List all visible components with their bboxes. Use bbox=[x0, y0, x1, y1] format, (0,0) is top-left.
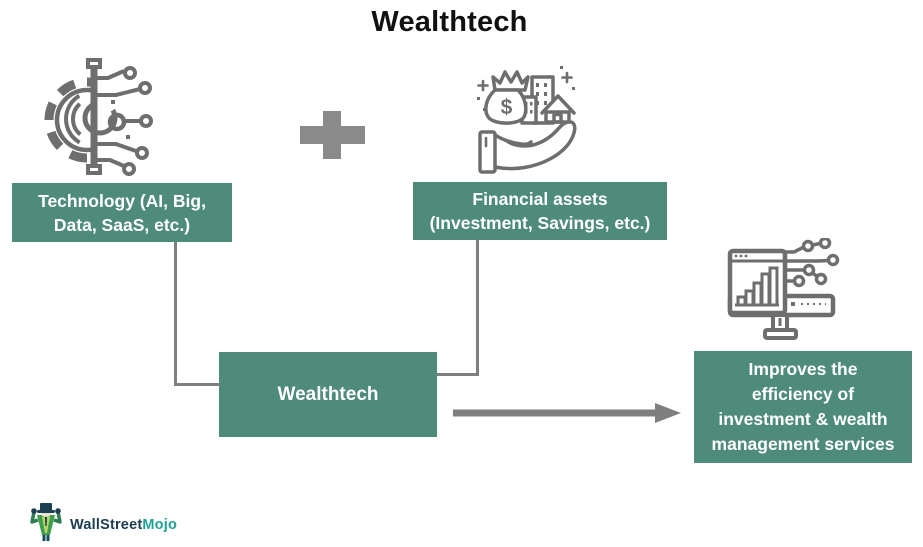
hand-holding-assets-icon: $ bbox=[455, 55, 600, 190]
brand-name-secondary: Mojo bbox=[142, 516, 177, 533]
connector-technology-vertical bbox=[174, 242, 177, 385]
brand-name-primary: WallStreet bbox=[70, 516, 143, 533]
brand-name: WallStreetMojo bbox=[70, 517, 177, 533]
connector-financial-vertical bbox=[476, 240, 479, 376]
technology-box: Technology (AI, Big, Data, SaaS, etc.) bbox=[12, 183, 232, 242]
connector-financial-horizontal bbox=[437, 373, 479, 376]
outcome-box: Improves the efficiency of investment & … bbox=[694, 351, 912, 463]
connector-technology-horizontal bbox=[174, 383, 220, 386]
mojo-mascot-icon bbox=[28, 502, 64, 547]
gear-circuit-icon bbox=[32, 52, 177, 187]
page-title: Wealthtech bbox=[371, 6, 528, 38]
wealthtech-box: Wealthtech bbox=[219, 352, 437, 437]
monitor-growth-chart-icon bbox=[722, 236, 897, 346]
plus-icon bbox=[300, 111, 365, 159]
brand-logo: WallStreetMojo bbox=[28, 502, 177, 547]
arrow-right-icon bbox=[453, 402, 681, 424]
svg-text:$: $ bbox=[501, 96, 513, 119]
financial-assets-box: Financial assets (Investment, Savings, e… bbox=[413, 182, 667, 240]
plus-vertical-bar bbox=[323, 111, 341, 159]
